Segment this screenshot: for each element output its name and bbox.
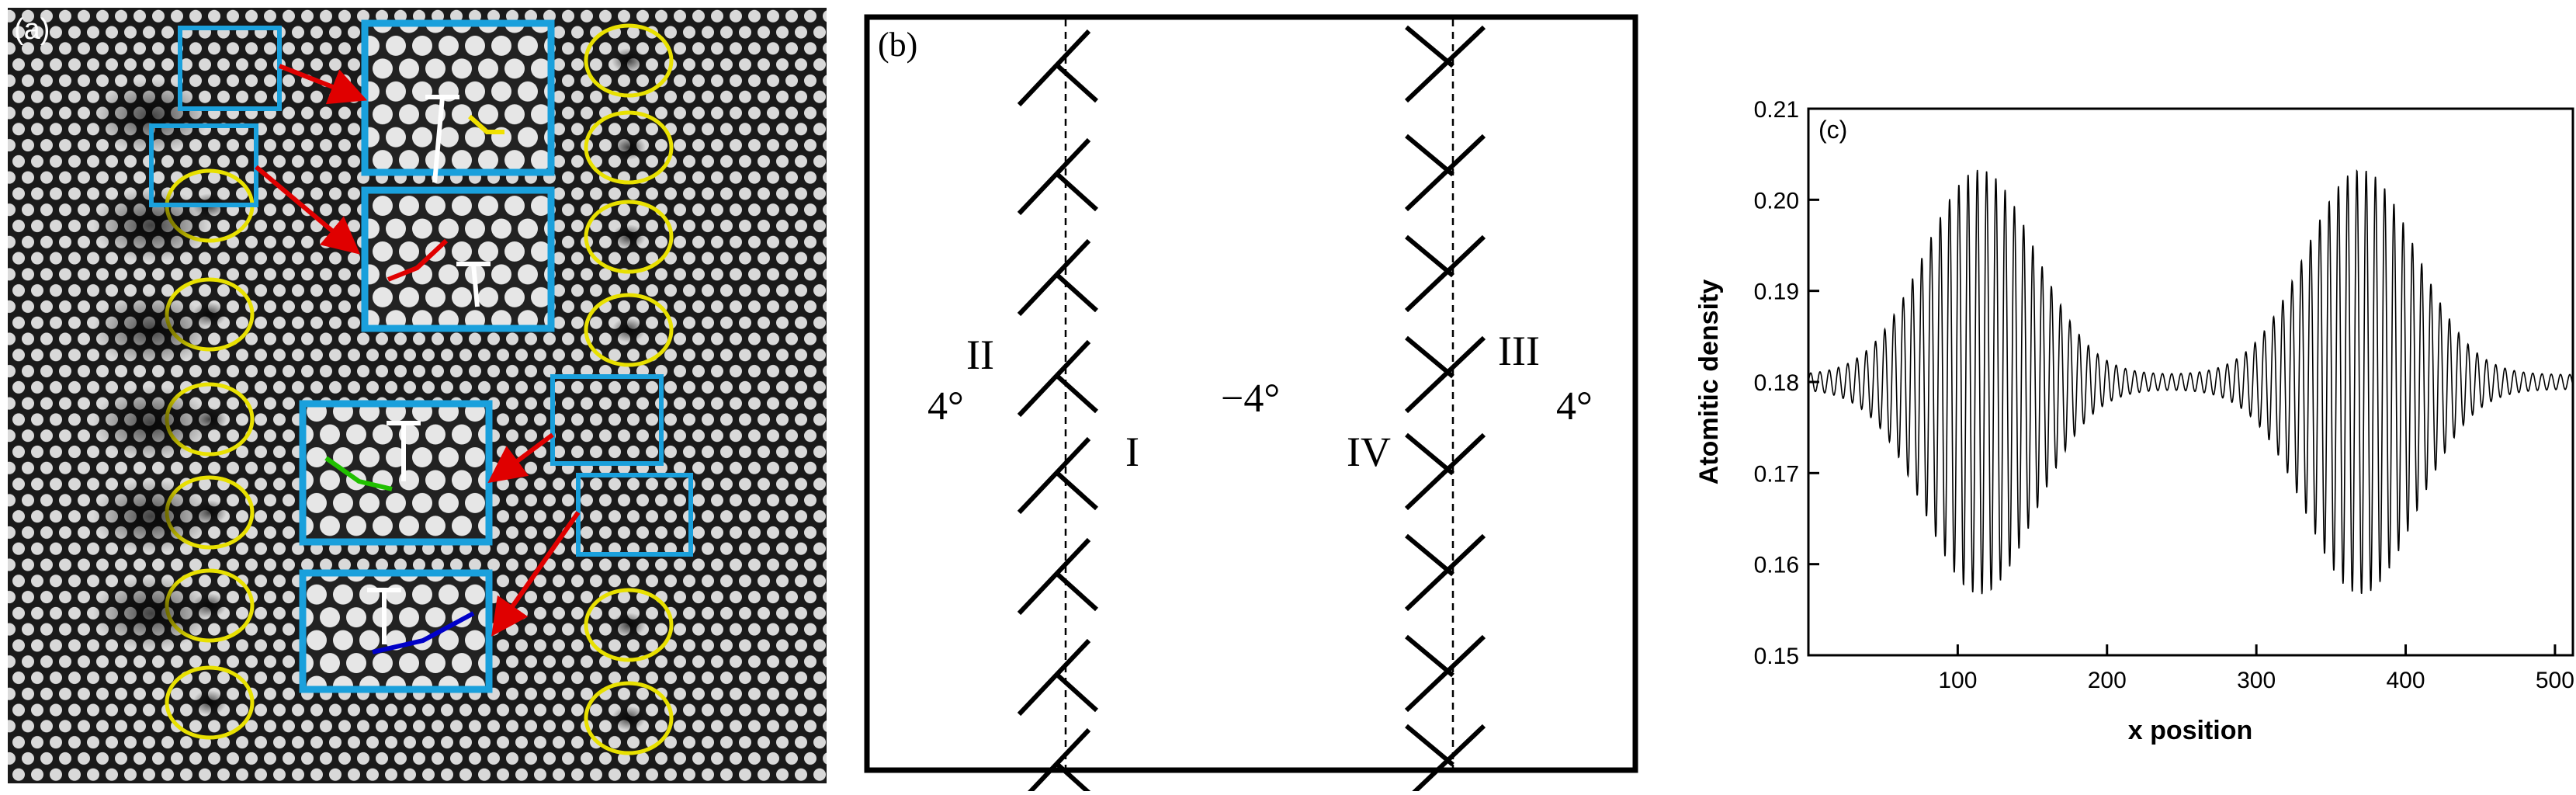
dislocation-symbol [432, 96, 445, 183]
pointer-arrow [255, 165, 361, 255]
label-III: III [1498, 328, 1540, 374]
defect-core [612, 48, 646, 73]
defect-core [612, 135, 646, 160]
inset-panel [299, 400, 493, 546]
dislocation-symbol-right [1404, 25, 1486, 103]
panel-b-schematic: (b) II 4° I −4° IV III 4° [858, 0, 1649, 795]
density-chart-svg: (c) 0.15 0.16 0.17 0.18 0.19 0.20 0.21 100 200 3… [1694, 97, 2574, 745]
defect-core [612, 318, 646, 342]
defect-ellipses [93, 23, 674, 755]
defect-shadow [93, 293, 210, 367]
label-II: II [966, 332, 994, 378]
label-IV: IV [1347, 429, 1391, 475]
dislocation-symbol-right [1404, 432, 1486, 511]
y-tick-label: 0.20 [1754, 188, 1799, 214]
defect-box [550, 374, 664, 466]
defect-ellipse-right [584, 588, 674, 662]
defect-core [612, 613, 646, 637]
dislocation-symbol-left [1017, 238, 1099, 317]
defect-ellipse-right [584, 200, 674, 274]
schematic-frame [864, 14, 1638, 773]
inset-panel [361, 19, 555, 183]
dislocation-symbol-right [1404, 335, 1486, 414]
dislocation-symbol-left [1017, 29, 1099, 107]
label-right-angle: 4° [1556, 384, 1593, 429]
panel-c-density-chart: (c) 0.15 0.16 0.17 0.18 0.19 0.20 0.21 100 200 3… [1680, 0, 2576, 791]
y-tick-label: 0.16 [1754, 553, 1799, 578]
panel-b-label: (b) [878, 26, 917, 64]
dislocation-symbol-left [1017, 537, 1099, 616]
burgers-circuit [324, 456, 393, 491]
burgers-circuit [468, 114, 504, 134]
y-tick-label: 0.19 [1754, 279, 1799, 305]
defect-ellipse-right [584, 293, 674, 367]
micrograph-svg: (a) [8, 8, 827, 783]
burgers-circuit [387, 238, 449, 282]
right-dislocation-symbols [1404, 25, 1486, 795]
panel-a-micrograph: (a) [0, 0, 834, 791]
magnified-insets [299, 19, 555, 693]
inset-panel [361, 186, 555, 332]
defect-core [192, 302, 227, 327]
y-tick-label: 0.15 [1754, 644, 1799, 669]
y-tick-label: 0.17 [1754, 461, 1799, 487]
y-axis-ticks: 0.15 0.16 0.17 0.18 0.19 0.20 0.21 [1754, 97, 1819, 669]
dislocation-symbol-left [1017, 339, 1099, 418]
defect-core [192, 500, 227, 525]
dislocation-symbol-right [1404, 134, 1486, 212]
defect-shadow [93, 386, 210, 460]
y-axis-label: Atomitic density [1694, 279, 1724, 485]
dislocation-symbol-right [1404, 533, 1486, 612]
dislocation-symbol-left [1017, 137, 1099, 216]
dislocation-symbol [471, 263, 480, 307]
x-tick-label: 500 [2536, 668, 2574, 693]
density-series-line [1808, 169, 2574, 595]
x-tick-label: 400 [2387, 668, 2425, 693]
dislocation-symbol-right [1405, 724, 1486, 795]
dislocation-symbol-left [1017, 436, 1099, 515]
plot-frame [1807, 107, 2574, 657]
defect-core [192, 407, 227, 432]
defect-ellipse-right [584, 681, 674, 755]
defect-core [192, 593, 227, 618]
panel-a-label: (a) [14, 13, 50, 46]
defect-ellipse-left [165, 665, 255, 740]
inset-frame [361, 186, 555, 332]
panel-c-label: (c) [1818, 116, 1847, 144]
left-dislocation-symbols [1017, 29, 1099, 795]
x-axis-label: x position [2128, 716, 2253, 745]
burgers-circuit [372, 611, 475, 654]
defect-ellipse-right [584, 110, 674, 185]
defect-box [149, 123, 258, 207]
pointer-arrow [491, 511, 581, 637]
x-tick-label: 100 [1938, 668, 1977, 693]
x-tick-label: 200 [2088, 668, 2127, 693]
x-axis-ticks: 100 200 300 400 500 [1938, 644, 2574, 693]
defect-ellipse-right [584, 23, 674, 98]
label-I: I [1125, 429, 1139, 475]
pointer-arrow [487, 432, 554, 484]
dislocation-symbol-right [1404, 234, 1486, 313]
inset-panel [299, 569, 493, 693]
label-left-angle: 4° [927, 384, 964, 429]
y-tick-label: 0.21 [1754, 97, 1799, 123]
schematic-svg: (b) II 4° I −4° IV III 4° [864, 14, 1638, 795]
defect-shadow [93, 576, 210, 651]
defect-core [612, 224, 646, 249]
dislocation-symbol-left [1017, 638, 1099, 717]
pointer-arrows [255, 64, 581, 637]
label-mid-angle: −4° [1221, 377, 1280, 421]
pointer-arrow [278, 64, 368, 105]
defect-core [612, 706, 646, 731]
defect-shadow [93, 479, 210, 554]
dislocation-symbol-right [1404, 634, 1486, 713]
x-tick-label: 300 [2237, 668, 2276, 693]
defect-core [192, 690, 227, 715]
y-tick-label: 0.18 [1754, 370, 1799, 396]
